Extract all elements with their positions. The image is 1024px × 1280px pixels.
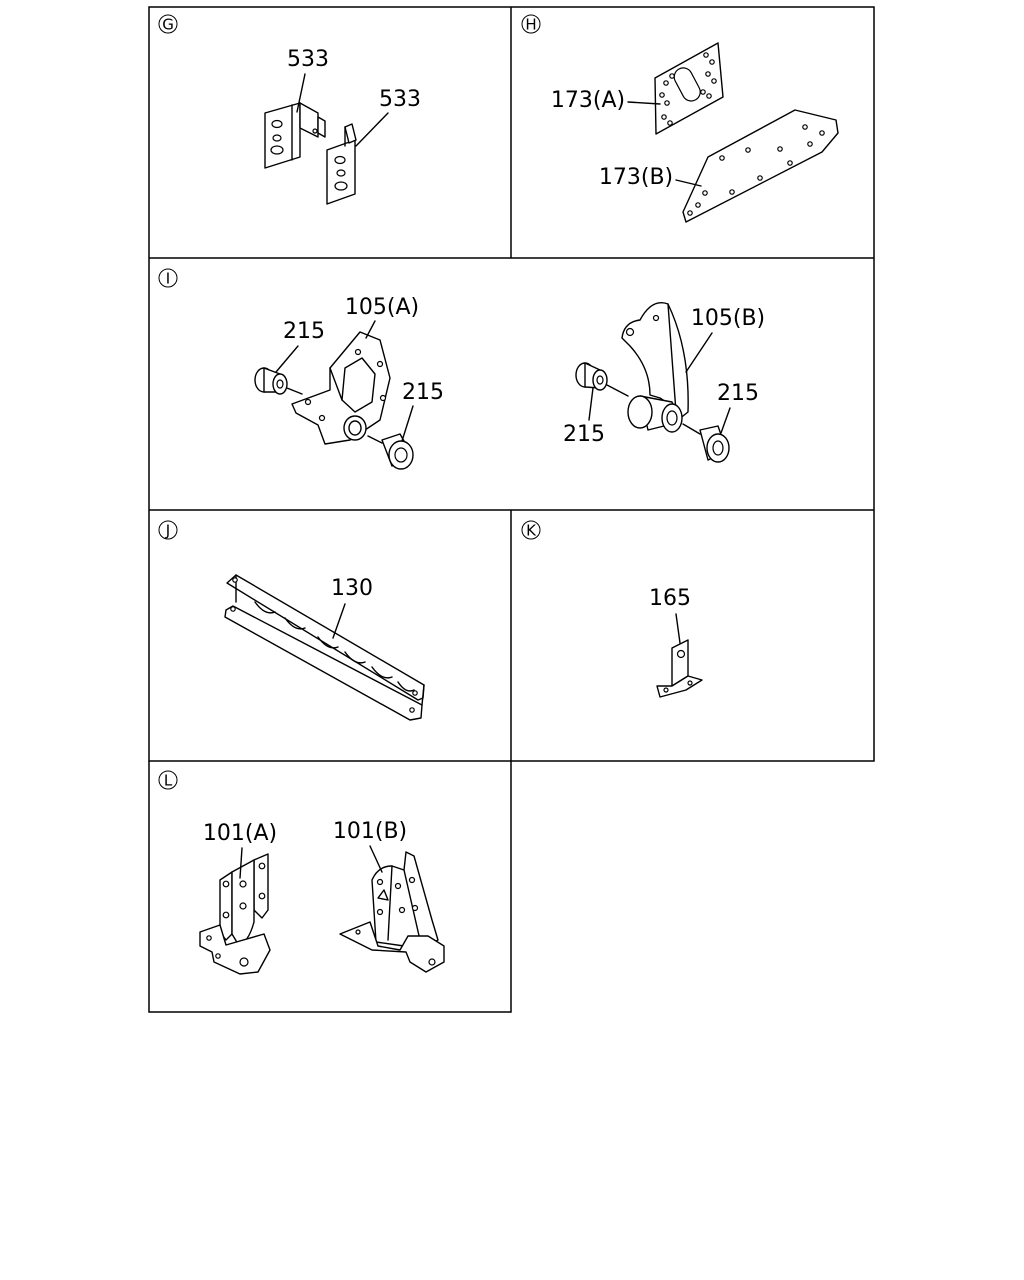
section-letter-i: I xyxy=(166,270,170,288)
callout-101a: 101(A) xyxy=(203,821,277,846)
section-marker-g: G xyxy=(158,14,178,34)
part-215-bushing-3 xyxy=(575,362,629,397)
part-101b-bracket xyxy=(339,851,445,973)
part-101a-bracket xyxy=(199,853,271,975)
callout-215-b1: 215 xyxy=(563,422,605,447)
part-215-bushing-4 xyxy=(682,423,730,463)
section-marker-k: K xyxy=(521,520,541,540)
part-105b-arm xyxy=(621,302,689,433)
callout-215-a2: 215 xyxy=(402,380,444,405)
section-letter-g: G xyxy=(162,16,174,34)
part-105a-bracket xyxy=(291,331,391,445)
callout-101b: 101(B) xyxy=(333,819,407,844)
section-g: G 533 533 xyxy=(158,14,421,205)
part-533-bracket-right xyxy=(326,123,357,205)
section-h: H xyxy=(521,14,839,223)
callout-173a: 173(A) xyxy=(551,88,625,113)
section-marker-i: I xyxy=(158,268,178,288)
section-k: K 165 xyxy=(521,520,703,698)
part-533-bracket-left xyxy=(264,102,326,169)
section-j: J 130 xyxy=(158,520,425,721)
section-marker-h: H xyxy=(521,14,541,34)
section-letter-l: L xyxy=(164,772,173,790)
callout-165: 165 xyxy=(649,586,691,611)
part-215-bushing-1 xyxy=(254,367,303,395)
section-l: L 101(A) xyxy=(158,770,445,975)
callout-215-a1: 215 xyxy=(283,319,325,344)
section-i: I 215 105(A) xyxy=(158,268,765,470)
part-215-bushing-2 xyxy=(367,433,414,470)
section-letter-h: H xyxy=(525,16,536,34)
section-marker-j: J xyxy=(158,520,178,540)
part-173a-plate xyxy=(654,42,724,135)
callout-130: 130 xyxy=(331,576,373,601)
part-165-bracket xyxy=(656,639,703,698)
callout-105a: 105(A) xyxy=(345,295,419,320)
callout-533-left: 533 xyxy=(287,47,329,72)
section-marker-l: L xyxy=(158,770,178,790)
callout-105b: 105(B) xyxy=(691,306,765,331)
callout-533-right: 533 xyxy=(379,87,421,112)
part-130-crossmember xyxy=(224,574,425,721)
section-letter-k: K xyxy=(526,522,537,540)
part-173b-plate xyxy=(682,109,839,223)
callout-173b: 173(B) xyxy=(599,165,673,190)
section-letter-j: J xyxy=(165,522,170,540)
callout-215-b2: 215 xyxy=(717,381,759,406)
grid-frame xyxy=(148,6,875,1013)
